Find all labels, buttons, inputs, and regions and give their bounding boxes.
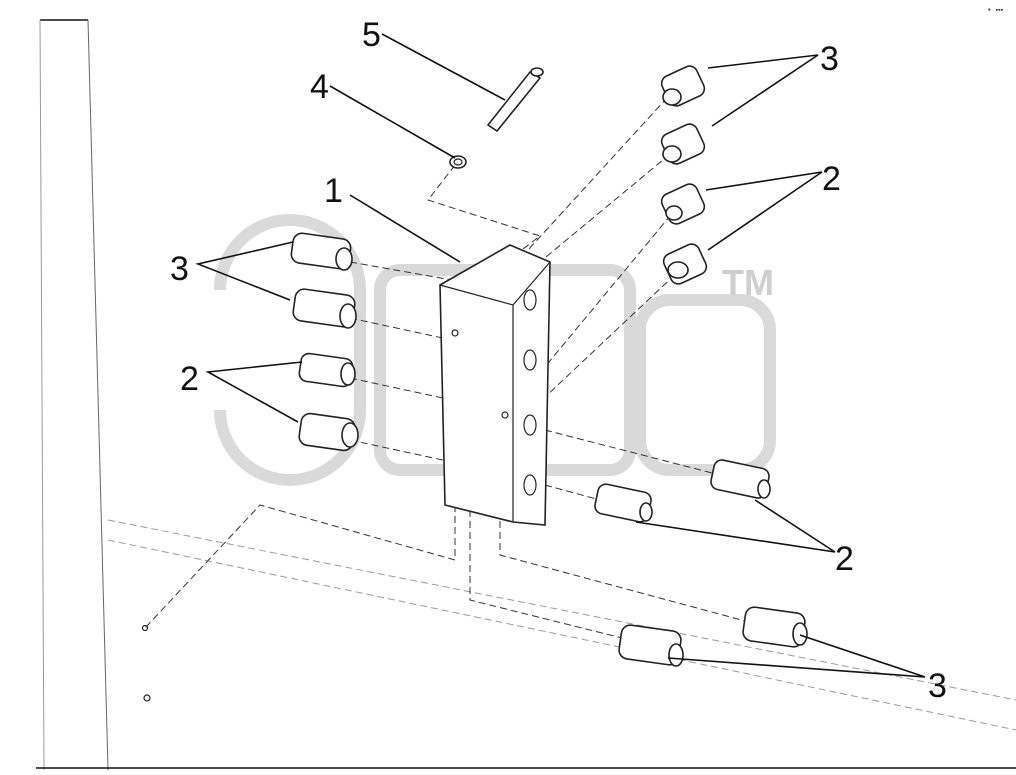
trademark-text: TM	[722, 262, 774, 303]
fitting-left-3	[298, 352, 356, 388]
callout-5: 5	[362, 16, 381, 54]
fitting-upper-2	[660, 123, 706, 165]
callout-4: 4	[310, 68, 329, 106]
fitting-lower-4	[742, 606, 808, 648]
fitting-upper-3	[660, 183, 706, 225]
callout-3-left: 3	[170, 250, 189, 288]
marker-dot	[143, 694, 151, 702]
leader-lines	[195, 33, 926, 678]
manifold-block	[439, 244, 551, 526]
fitting-left-1	[290, 232, 353, 271]
fitting-lower-2	[710, 459, 771, 499]
washer	[449, 155, 467, 169]
drawing-frame	[36, 19, 1016, 771]
fitting-left-4	[298, 412, 359, 452]
callout-1: 1	[324, 172, 343, 210]
corner-mark: ▪️ ▪▪▪	[985, 7, 1004, 14]
callout-3-bottom-right: 3	[928, 667, 947, 705]
bolt	[486, 67, 544, 133]
fitting-left-2	[292, 288, 357, 329]
fitting-lower-1	[594, 483, 653, 523]
fitting-upper-4	[662, 243, 708, 285]
callout-3-top-right: 3	[820, 40, 839, 78]
marker-dot	[141, 624, 149, 632]
callout-2-top-right: 2	[822, 160, 841, 198]
fitting-lower-3	[618, 624, 684, 667]
callout-2-bottom-right: 2	[835, 540, 854, 578]
fitting-upper-1	[660, 65, 706, 107]
callout-2-left: 2	[180, 360, 199, 398]
